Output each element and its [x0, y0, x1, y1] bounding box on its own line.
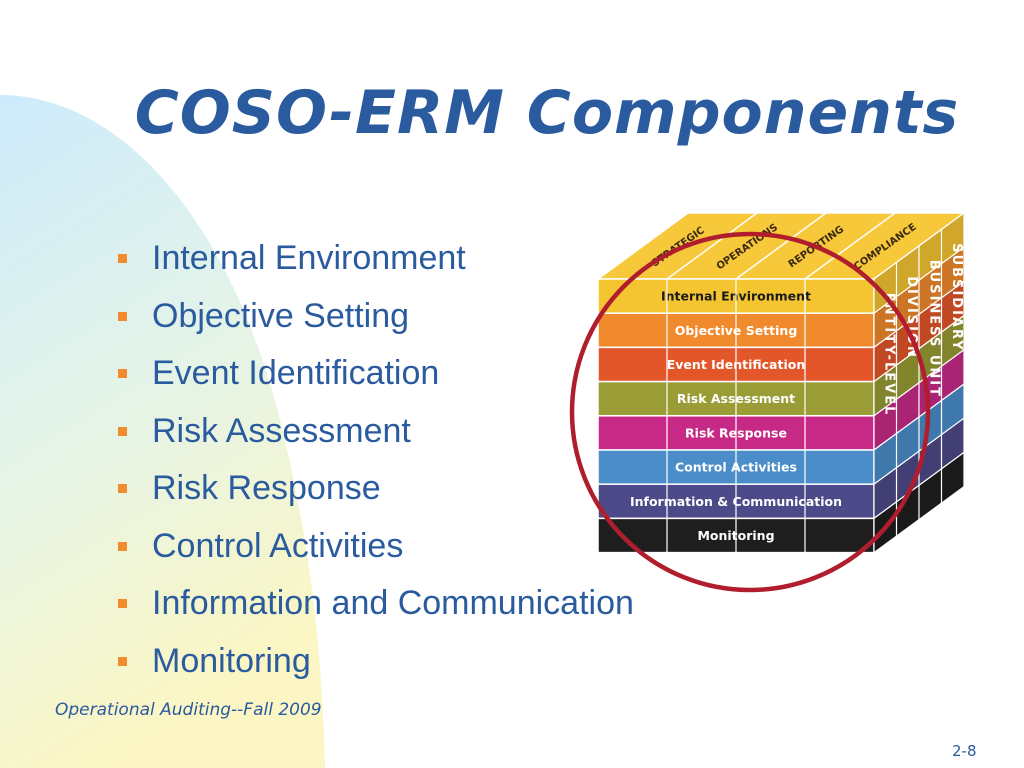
component-list: Internal Environment Objective Setting E…	[118, 230, 634, 690]
cube-side-label: BUSINESS UNIT	[926, 260, 941, 398]
cube-top-divider	[735, 212, 827, 280]
list-item: Risk Response	[118, 460, 634, 518]
cube-top-divider	[666, 212, 758, 280]
cube-side-label: DIVISION	[904, 276, 919, 359]
slide-title: COSO-ERM Components	[134, 78, 960, 148]
cube-side-label: SUBSIDIARY	[949, 243, 964, 351]
footer-course-label: Operational Auditing--Fall 2009	[55, 700, 322, 720]
list-item: Monitoring	[118, 633, 634, 691]
list-item: Event Identification	[118, 345, 634, 403]
bullet-marker	[118, 369, 127, 379]
highlight-circle	[569, 231, 931, 593]
cube-top-divider	[804, 212, 896, 280]
list-item: Internal Environment	[118, 230, 634, 288]
list-item: Control Activities	[118, 518, 634, 576]
list-item: Risk Assessment	[118, 403, 634, 461]
bullet-marker	[118, 484, 127, 494]
bullet-marker	[118, 311, 127, 321]
bullet-marker	[118, 426, 127, 436]
list-item: Objective Setting	[118, 288, 634, 346]
bullet-marker	[118, 656, 127, 666]
bullet-marker	[118, 541, 127, 551]
bullet-marker	[118, 599, 127, 609]
list-item: Information and Communication	[118, 575, 634, 633]
cube-side-label: ENTITY-LEVEL	[881, 293, 896, 417]
slide-number: 2-8	[952, 742, 977, 760]
bullet-marker	[118, 254, 127, 264]
